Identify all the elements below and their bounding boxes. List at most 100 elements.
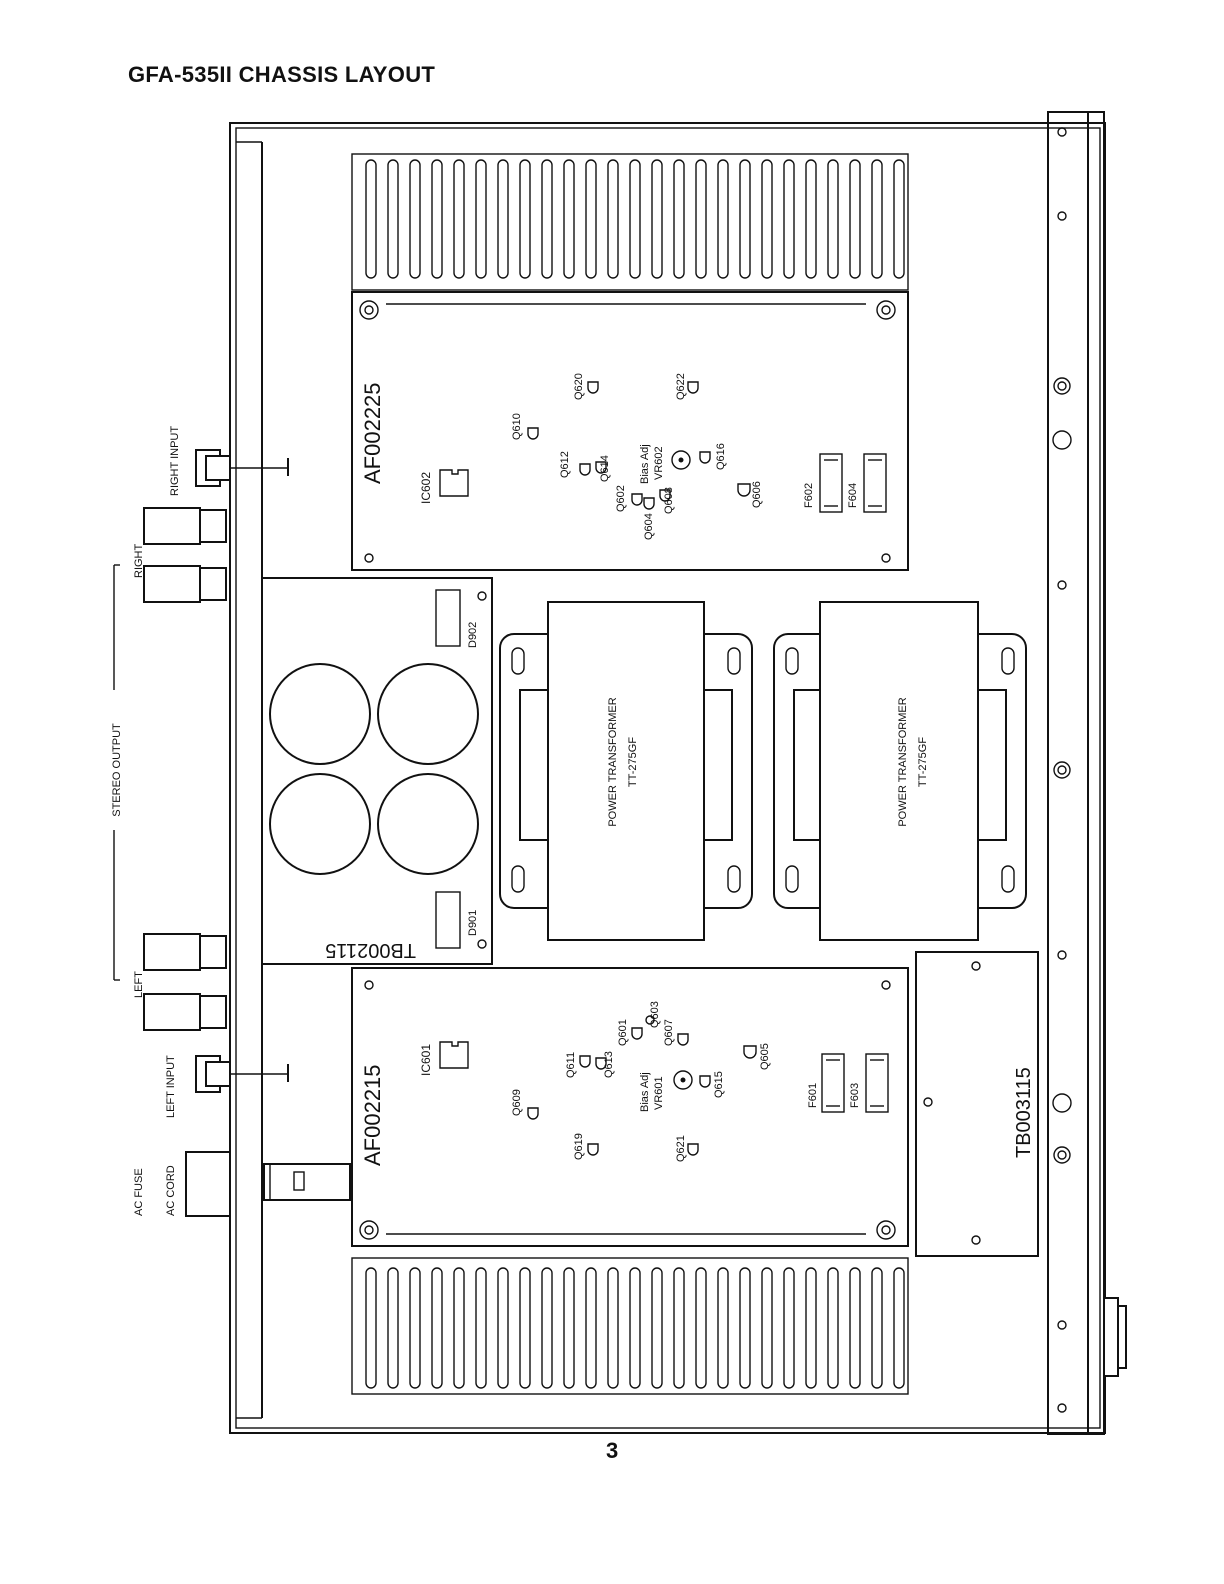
power-transformer-2: POWER TRANSFORMER TT-275GF [773,601,1027,941]
stereo-output-label: STEREO OUTPUT [111,723,123,817]
heatsink-fin [761,1267,773,1389]
right-output-terminal-1[interactable] [143,507,227,545]
heatsink-fin [761,159,773,279]
q601-label: Q601 [617,1019,629,1046]
heatsink-fin [783,1267,795,1389]
heatsink-fin [849,1267,861,1389]
vr601-trimmer[interactable] [673,1070,693,1090]
transformer-2-label: POWER TRANSFORMER [897,697,909,826]
heatsink-fin [453,1267,465,1389]
bias-adj-right-label: Bias Adj [639,444,651,484]
power-transformer-1: POWER TRANSFORMER TT-275GF [499,601,753,941]
left-output-terminal-1[interactable] [143,933,227,971]
q605-label: Q605 [759,1043,771,1070]
heatsink-fin [541,1267,553,1389]
heatsink-fin [783,159,795,279]
heatsink-fin [893,159,905,279]
q613-label: Q613 [603,1051,615,1078]
q603-label: Q603 [649,1001,661,1028]
left-input-label: LEFT INPUT [165,1055,177,1118]
heatsink-fin [695,159,707,279]
heatsink-fin [695,1267,707,1389]
heatsink-fin [519,1267,531,1389]
heatsink-fin [475,1267,487,1389]
heatsink-fin [541,159,553,279]
heatsink-fin [739,1267,751,1389]
ac-cord-label: AC CORD [165,1165,177,1216]
fuse-f602 [819,453,843,513]
right-input-jack[interactable] [195,449,289,487]
heatsink-fin [607,159,619,279]
vr602-trimmer[interactable] [671,450,691,470]
right-output-terminal-2[interactable] [143,565,227,603]
q616-label: Q616 [715,443,727,470]
heatsink-fin [717,1267,729,1389]
fuse-f601 [821,1053,845,1113]
heatsink-fin [827,159,839,279]
heatsink-fin [585,1267,597,1389]
heatsink-fin [893,1267,905,1389]
heatsink-fin [387,1267,399,1389]
heatsink-fin [673,1267,685,1389]
heatsink-fin [365,1267,377,1389]
heatsink-fin [409,1267,421,1389]
heatsink-fin [563,1267,575,1389]
board-tb002115-label: TB002115 [325,939,416,961]
right-label: RIGHT [133,544,145,579]
power-knob[interactable] [1103,1297,1127,1377]
left-output-terminal-2[interactable] [143,993,227,1031]
q622-label: Q622 [675,373,687,400]
q612-label: Q612 [559,451,571,478]
board-tb003115-label: TB003115 [1013,1067,1035,1158]
board-af002225-label: AF002225 [360,382,385,484]
heatsink-fin [871,1267,883,1389]
heatsink-fin [497,159,509,279]
heatsink-fin [827,1267,839,1389]
heatsink-fin [585,159,597,279]
heatsink-left [351,1257,909,1395]
ic602-label: IC602 [419,472,433,504]
page-title: GFA-535II CHASSIS LAYOUT [128,62,436,87]
heatsink-fin [849,159,861,279]
left-label: LEFT [133,971,145,998]
q611-label: Q611 [565,1052,577,1078]
heatsink-fin [739,159,751,279]
q607-label: Q607 [663,1019,675,1046]
front-panel-screws [1052,127,1072,1413]
ac-fuse-holder[interactable] [185,1151,231,1217]
f603-label: F603 [849,1083,861,1108]
heatsink-fin [871,159,883,279]
q615-label: Q615 [713,1071,725,1098]
q610-label: Q610 [511,413,523,440]
vr602-label: VR602 [653,446,665,480]
bias-adj-left-label: Bias Adj [639,1072,651,1112]
board-af002215: AF002215 IC601 Q609 Q611 Q613 Q619 Q601 … [351,967,909,1247]
q602-label: Q602 [615,485,627,512]
board-af002215-label: AF002215 [360,1064,385,1166]
board-tb003115: TB003115 [915,951,1039,1257]
left-input-jack[interactable] [195,1055,289,1093]
q614-label: Q614 [599,455,611,482]
q620-label: Q620 [573,373,585,400]
q604-label: Q604 [643,513,655,540]
heatsink-fin [409,159,421,279]
q608-label: Q608 [663,487,675,514]
heatsink-fin [805,159,817,279]
heatsink-fin [387,159,399,279]
q619-label: Q619 [573,1133,585,1160]
heatsink-fin [607,1267,619,1389]
heatsink-fin [497,1267,509,1389]
heatsink-fin [629,1267,641,1389]
d901-label: D901 [467,910,479,936]
transformer-1-model: TT-275GF [627,737,639,787]
transformer-2-model: TT-275GF [917,737,929,787]
page-number: 3 [606,1438,619,1463]
heatsink-fin [673,159,685,279]
q621-label: Q621 [675,1135,687,1162]
q606-label: Q606 [751,481,763,508]
f604-label: F604 [847,483,859,508]
heatsink-fin [365,159,377,279]
f602-label: F602 [803,483,815,508]
f601-label: F601 [807,1083,819,1108]
